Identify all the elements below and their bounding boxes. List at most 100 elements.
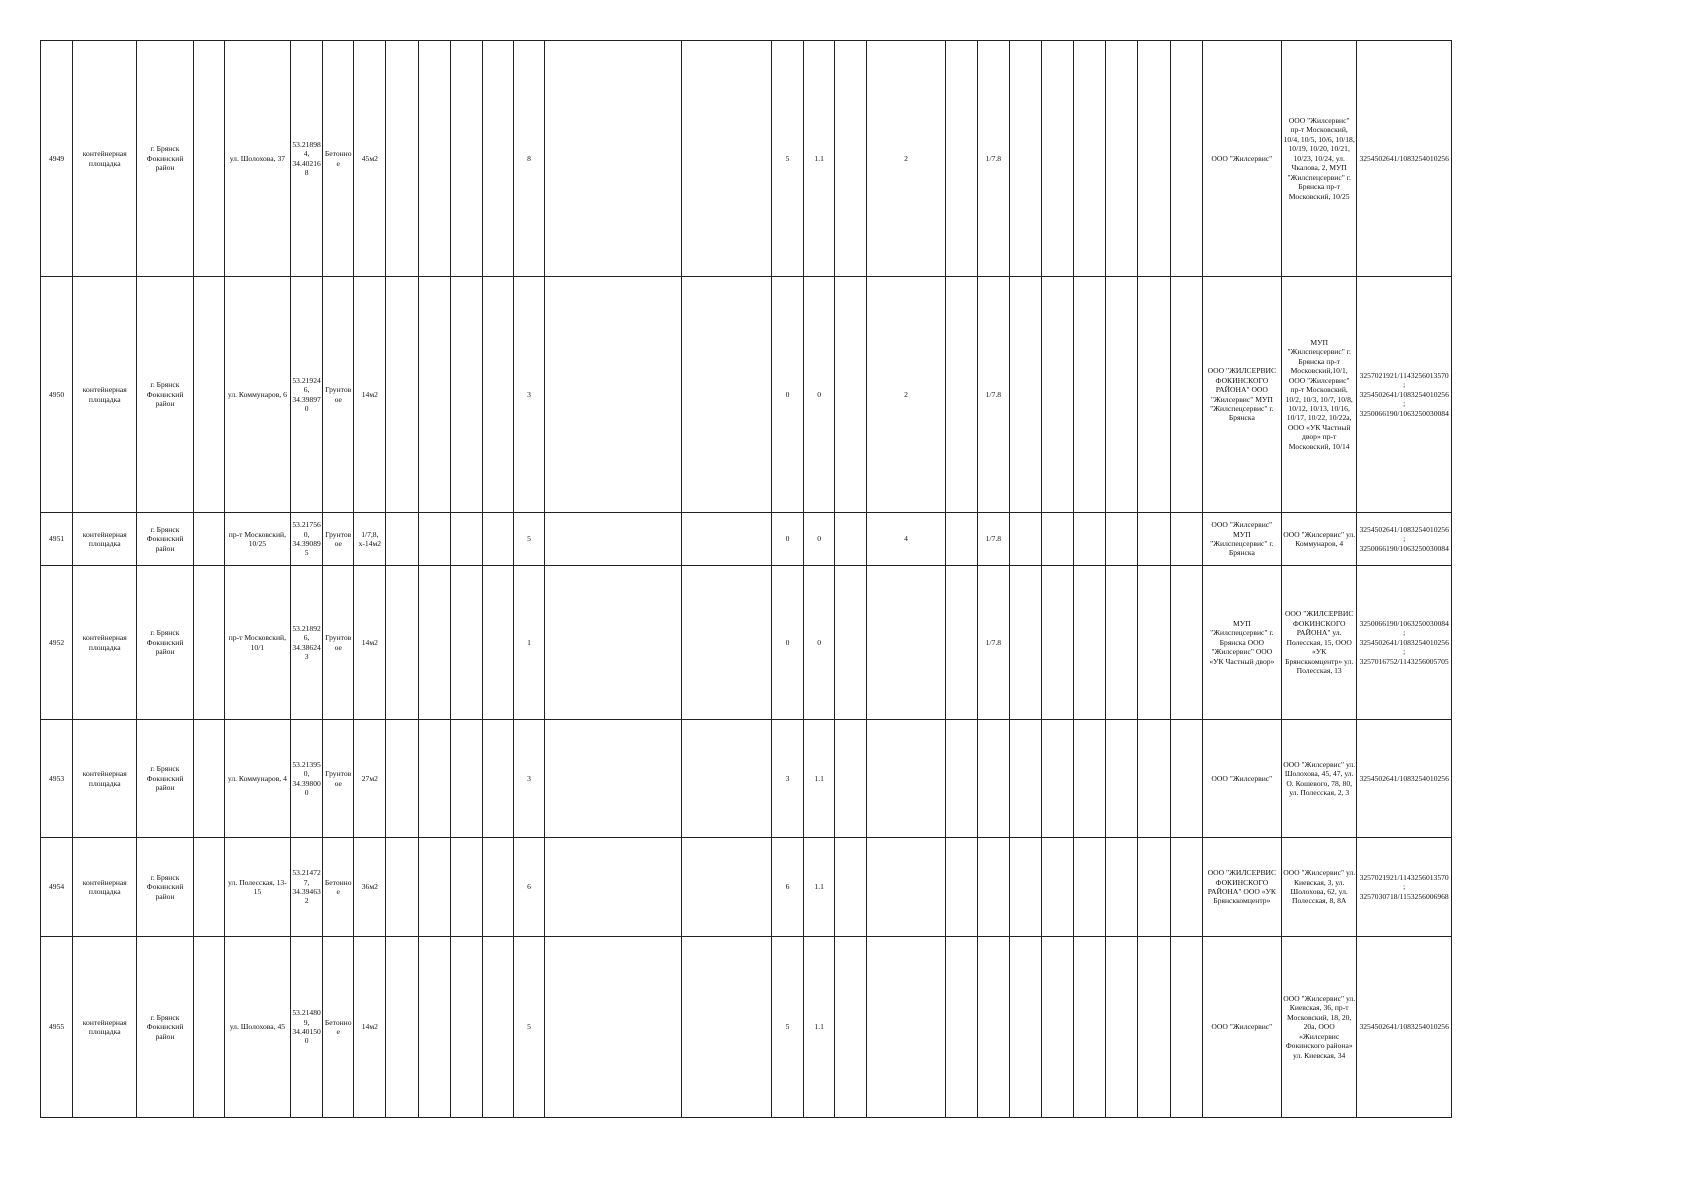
cell-empty	[481, 719, 514, 838]
cell-empty	[1073, 936, 1107, 1118]
cell-sources: ООО "Жилсервис" ул. Шолохова, 45, 47, ул…	[1281, 719, 1358, 838]
cell-empty	[449, 512, 483, 566]
cell-empty	[834, 565, 868, 720]
cell-city: г. Брянск Фокинский район	[136, 936, 194, 1118]
cell-id: 4952	[39, 565, 74, 720]
cell-c16: 1.1	[803, 719, 836, 838]
cell-empty	[1137, 276, 1171, 513]
cell-empty	[834, 837, 868, 937]
cell-c18	[866, 719, 946, 838]
cell-owner: ООО "Жилсервис"	[1201, 40, 1283, 277]
cell-owner: ООО "ЖИЛСЕРВИС ФОКИНСКОГО РАЙОНА" ООО "Ж…	[1201, 276, 1283, 513]
cell-empty	[944, 719, 978, 838]
cell-empty	[385, 512, 419, 566]
cell-coords: 53.218984, 34.402168	[290, 40, 324, 277]
cell-inn: 3257021921/1143256013570 ; 3254502641/10…	[1356, 276, 1452, 513]
cell-c16: 0	[803, 276, 836, 513]
cell-c20: 1/7.8	[976, 276, 1010, 513]
cell-empty	[481, 565, 514, 720]
cell-address: ул. Коммунаров, 6	[223, 276, 292, 513]
cell-owner: ООО "Жилсервис"	[1201, 719, 1283, 838]
cell-empty	[834, 276, 868, 513]
cell-area: 14м2	[353, 936, 387, 1118]
cell-c20	[976, 719, 1010, 838]
cell-empty	[385, 565, 419, 720]
cell-c18: 2	[866, 276, 946, 513]
cell-empty	[1041, 565, 1075, 720]
cell-empty	[192, 276, 225, 513]
cell-c12: 5	[512, 512, 546, 566]
cell-coords: 53.219246, 34.398970	[290, 276, 324, 513]
cell-empty	[544, 565, 682, 720]
cell-empty	[449, 276, 483, 513]
cell-area: 14м2	[353, 565, 387, 720]
cell-empty	[1041, 936, 1075, 1118]
cell-empty	[192, 512, 225, 566]
cell-empty	[449, 936, 483, 1118]
cell-c16: 0	[803, 512, 836, 566]
cell-type: контейнерная площадка	[72, 512, 138, 566]
cell-empty	[417, 565, 451, 720]
cell-id: 4953	[39, 719, 74, 838]
cell-owner: ООО "Жилсервис" МУП "Жилспецсервис" г. Б…	[1201, 512, 1283, 566]
cell-address: пр-т Московский, 10/25	[223, 512, 292, 566]
cell-c16: 0	[803, 565, 836, 720]
cell-c20: 1/7.8	[976, 565, 1010, 720]
cell-empty	[1073, 565, 1107, 720]
cell-empty	[449, 719, 483, 838]
cell-type: контейнерная площадка	[72, 936, 138, 1118]
cell-empty	[1169, 512, 1203, 566]
cell-c15: 5	[770, 936, 805, 1118]
cell-c16: 1.1	[803, 40, 836, 277]
cell-c20: 1/7.8	[976, 512, 1010, 566]
cell-empty	[481, 40, 514, 277]
cell-empty	[944, 512, 978, 566]
cell-address: ул. Шолохова, 37	[223, 40, 292, 277]
cell-empty	[834, 512, 868, 566]
cell-empty	[1073, 719, 1107, 838]
cell-c15: 0	[770, 565, 805, 720]
cell-inn: 3250066190/1063250030084 ; 3254502641/10…	[1356, 565, 1452, 720]
cell-empty	[481, 936, 514, 1118]
cell-inn: 3254502641/1083254010256 ; 3250066190/10…	[1356, 512, 1452, 566]
cell-empty	[680, 40, 772, 277]
cell-empty	[449, 565, 483, 720]
cell-owner: МУП "Жилспецсервис" г. Брянска ООО "Жилс…	[1201, 565, 1283, 720]
cell-city: г. Брянск Фокинский район	[136, 40, 194, 277]
cell-c15: 6	[770, 837, 805, 937]
cell-empty	[481, 837, 514, 937]
cell-empty	[1105, 936, 1139, 1118]
cell-empty	[1008, 719, 1043, 838]
cell-empty	[1073, 512, 1107, 566]
cell-empty	[944, 565, 978, 720]
cell-empty	[192, 936, 225, 1118]
cell-c18	[866, 565, 946, 720]
cell-empty	[1073, 40, 1107, 277]
cell-id: 4949	[39, 40, 74, 277]
cell-empty	[449, 40, 483, 277]
cell-empty	[544, 40, 682, 277]
cell-empty	[544, 719, 682, 838]
cell-sources: ООО "Жилсервис" пр-т Московский, 10/4, 1…	[1281, 40, 1358, 277]
cell-area: 1/7,8, х-14м2	[353, 512, 387, 566]
cell-empty	[1137, 719, 1171, 838]
cell-sources: ООО "Жилсервис" ул. Киевская, 3, ул. Шол…	[1281, 837, 1358, 937]
cell-c16: 1.1	[803, 936, 836, 1118]
cell-empty	[481, 512, 514, 566]
cell-empty	[192, 565, 225, 720]
cell-empty	[449, 837, 483, 937]
cell-empty	[1137, 936, 1171, 1118]
cell-area: 45м2	[353, 40, 387, 277]
cell-empty	[680, 512, 772, 566]
cell-inn: 3254502641/1083254010256	[1356, 719, 1452, 838]
cell-area: 27м2	[353, 719, 387, 838]
cell-coords: 53.217560, 34.390895	[290, 512, 324, 566]
cell-owner: ООО "ЖИЛСЕРВИС ФОКИНСКОГО РАЙОНА" ООО «У…	[1201, 837, 1283, 937]
cell-empty	[385, 719, 419, 838]
